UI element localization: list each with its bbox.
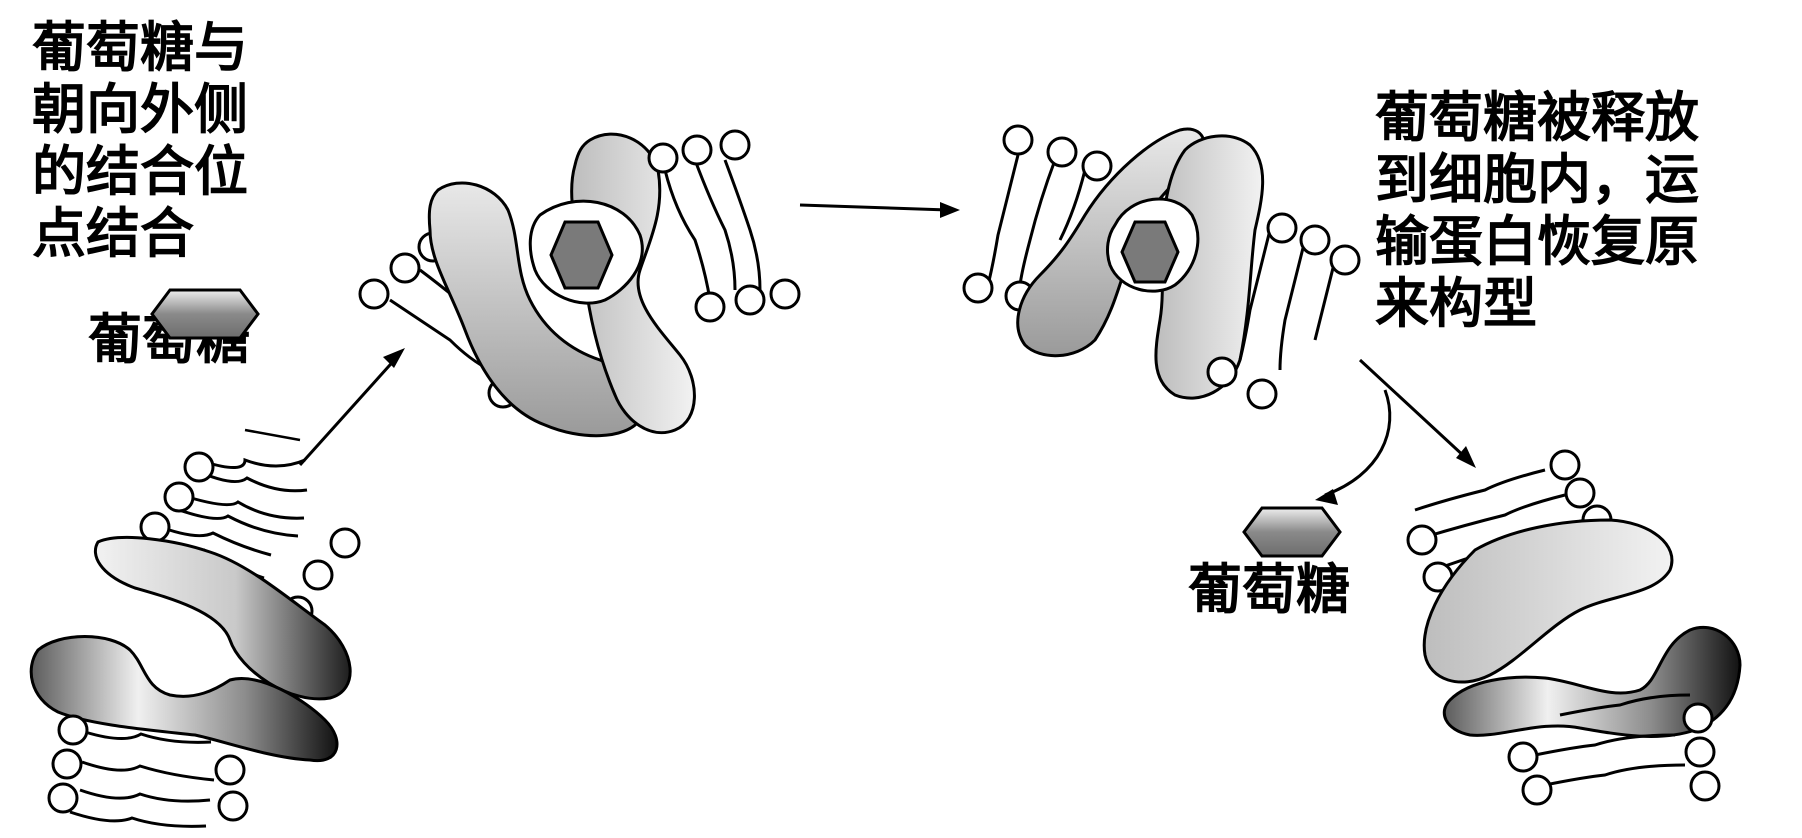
arrow-release xyxy=(1315,360,1476,505)
lipid-tails-lower-1 xyxy=(70,732,214,826)
protein-domain-4a xyxy=(1424,520,1672,682)
glucose-molecule-left xyxy=(152,290,258,338)
arrow-transport xyxy=(800,202,960,218)
arrow-bind xyxy=(245,348,405,465)
transporter-stage-2 xyxy=(360,131,799,436)
lipid-tails-right-2 xyxy=(665,160,760,300)
glucose-bound-stage-3 xyxy=(1122,222,1178,282)
transporter-stage-1 xyxy=(31,453,359,826)
transporter-stage-3 xyxy=(964,126,1359,408)
glucose-bound-stage-2 xyxy=(551,222,612,288)
glucose-molecule-right xyxy=(1244,508,1340,556)
transporter-stage-4 xyxy=(1408,451,1740,804)
